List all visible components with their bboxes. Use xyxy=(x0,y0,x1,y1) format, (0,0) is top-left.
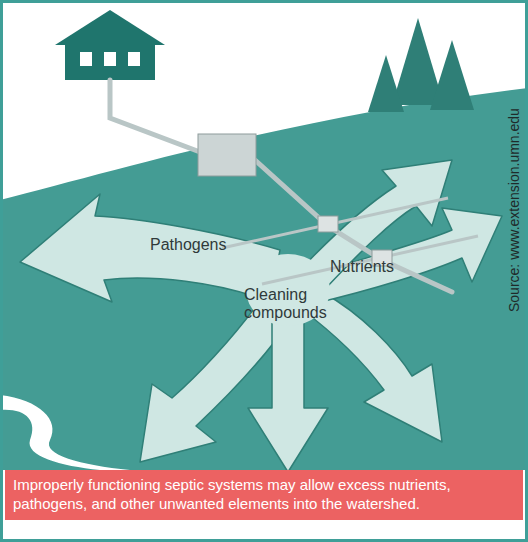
contaminant-label: Nutrients xyxy=(330,258,394,276)
caption-banner: Improperly functioning septic systems ma… xyxy=(5,470,523,520)
contaminant-label: Pathogens xyxy=(150,236,227,254)
source-note: Source: www.extension.umn.edu xyxy=(506,108,522,312)
contaminant-label: Cleaning compounds xyxy=(244,286,344,323)
